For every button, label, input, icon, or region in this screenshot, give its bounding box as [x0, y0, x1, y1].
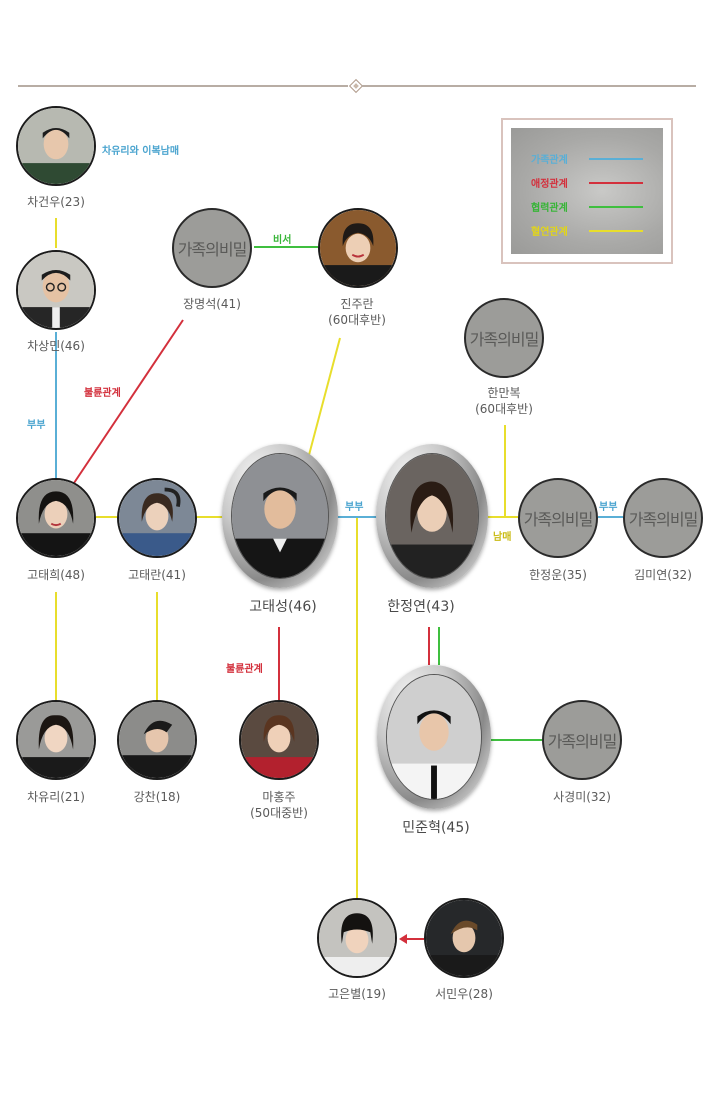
- portrait-cha-sangmin: [16, 250, 96, 330]
- legend-item-family: 가족관계: [511, 151, 663, 167]
- placeholder-han-manbok: 가족의비밀: [464, 298, 544, 378]
- legend-label-blood: 혈연관계: [531, 227, 568, 238]
- logo-text: 가족의비밀: [628, 510, 699, 529]
- logo-text: 가족의비밀: [523, 510, 594, 529]
- frame-go-taeseong: [222, 444, 338, 588]
- age-ma-hongju-text: (50대중반): [250, 806, 308, 820]
- portrait-cha-geonwoo: [16, 106, 96, 186]
- name-cha-geonwoo: 차건우(23): [27, 195, 85, 209]
- legend-swatch-romance: [589, 182, 643, 184]
- name-go-taeseong: 고태성(46): [249, 599, 317, 615]
- relation-spouse-2: 부부: [345, 502, 364, 513]
- age-han-manbok-text: (60대후반): [475, 402, 533, 416]
- relation-siblings: 남매: [493, 532, 512, 543]
- portrait-go-taeran: [117, 478, 197, 558]
- placeholder-jang-myeongseok: 가족의비밀: [172, 208, 252, 288]
- divider-right: [362, 85, 696, 87]
- name-jang-myeongseok: 장명석(41): [183, 297, 241, 311]
- name-ma-hongju-text: 마홍주: [262, 790, 296, 804]
- frame-min-junhyeok: [377, 665, 491, 809]
- relation-half-sibling: 차유리와 이복남매: [102, 146, 180, 157]
- divider-left: [18, 85, 348, 87]
- name-jin-juran-text: 진주란: [340, 297, 374, 311]
- name-jin-juran: 진주란 (60대후반): [328, 296, 386, 328]
- portrait-go-taehee: [16, 478, 96, 558]
- legend-item-romance: 애정관계: [511, 175, 663, 191]
- name-kim-miyeon: 김미연(32): [634, 568, 692, 582]
- placeholder-sa-gyeongmi: 가족의비밀: [542, 700, 622, 780]
- legend-swatch-blood: [589, 230, 643, 232]
- name-sa-gyeongmi: 사경미(32): [553, 790, 611, 804]
- portrait-jin-juran: [318, 208, 398, 288]
- legend-label-cooperation: 협력관계: [531, 203, 568, 214]
- name-go-eunbyeol: 고은별(19): [328, 987, 386, 1001]
- relation-spouse-3: 부부: [599, 502, 618, 513]
- legend-swatch-family: [589, 158, 643, 160]
- portrait-kang-chan: [117, 700, 197, 780]
- line-myeongseok-taehee: [73, 319, 184, 484]
- logo-text: 가족의비밀: [469, 330, 540, 349]
- portrait-go-taeseong: [231, 453, 329, 579]
- logo-text: 가족의비밀: [547, 732, 618, 751]
- legend-panel: 가족관계 애정관계 협력관계 혈연관계: [511, 128, 663, 254]
- portrait-cha-yuri: [16, 700, 96, 780]
- legend-item-blood: 혈연관계: [511, 223, 663, 239]
- frame-han-jeongyeon: [376, 444, 488, 588]
- relation-secretary: 비서: [273, 235, 292, 246]
- name-go-taeran: 고태란(41): [128, 568, 186, 582]
- name-ma-hongju: 마홍주 (50대중반): [250, 789, 308, 821]
- name-han-jeongun: 한정운(35): [529, 568, 587, 582]
- arrow-to-eunbyeol: [399, 934, 407, 944]
- relation-spouse-1: 부부: [27, 420, 46, 431]
- line-juran-taeseong: [308, 337, 341, 456]
- name-min-junhyeok: 민준혁(45): [402, 820, 470, 836]
- name-cha-yuri: 차유리(21): [27, 790, 85, 804]
- relation-affair-1: 불륜관계: [84, 388, 121, 399]
- legend-label-romance: 애정관계: [531, 179, 568, 190]
- logo-text: 가족의비밀: [177, 240, 248, 259]
- name-go-taehee: 고태희(48): [27, 568, 85, 582]
- name-han-manbok: 한만복 (60대후반): [475, 385, 533, 417]
- portrait-seo-minu: [424, 898, 504, 978]
- legend-label-family: 가족관계: [531, 155, 568, 166]
- portrait-min-junhyeok: [386, 674, 482, 800]
- legend-swatch-cooperation: [589, 206, 643, 208]
- name-cha-sangmin: 차상민(46): [27, 339, 85, 353]
- age-jin-juran-text: (60대후반): [328, 313, 386, 327]
- relation-affair-2: 불륜관계: [226, 664, 263, 675]
- portrait-han-jeongyeon: [385, 453, 479, 579]
- name-han-manbok-text: 한만복: [487, 386, 521, 400]
- name-han-jeongyeon: 한정연(43): [387, 599, 455, 615]
- placeholder-kim-miyeon: 가족의비밀: [623, 478, 703, 558]
- portrait-ma-hongju: [239, 700, 319, 780]
- portrait-go-eunbyeol: [317, 898, 397, 978]
- name-kang-chan: 강찬(18): [133, 790, 181, 804]
- legend: 가족관계 애정관계 협력관계 혈연관계: [501, 118, 673, 264]
- name-seo-minu: 서민우(28): [435, 987, 493, 1001]
- legend-item-cooperation: 협력관계: [511, 199, 663, 215]
- placeholder-han-jeongun: 가족의비밀: [518, 478, 598, 558]
